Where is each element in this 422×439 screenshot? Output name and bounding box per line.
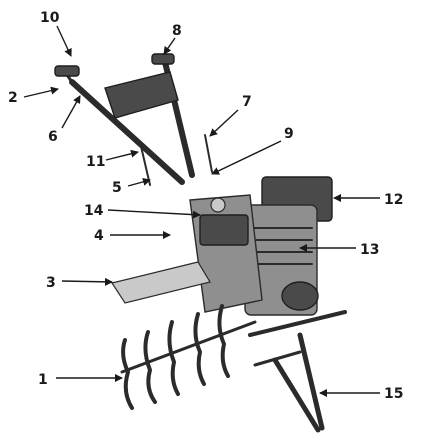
callout-7: 7: [210, 94, 252, 136]
svg-text:9: 9: [284, 126, 294, 142]
gearbox-cap: [211, 198, 225, 212]
callout-5: 5: [112, 180, 150, 196]
transmission-cover: [200, 215, 248, 245]
engine-cover: [282, 282, 318, 310]
svg-text:6: 6: [48, 129, 58, 145]
svg-text:15: 15: [384, 386, 403, 402]
callout-4: 4: [94, 228, 170, 244]
callout-11: 11: [86, 152, 138, 170]
callout-1: 1: [38, 372, 122, 388]
svg-text:2: 2: [8, 90, 18, 106]
svg-text:7: 7: [242, 94, 252, 110]
callout-9: 9: [212, 126, 294, 174]
callout-3: 3: [46, 275, 112, 291]
rear-stand: [250, 312, 345, 430]
callout-2: 2: [8, 89, 58, 106]
svg-text:13: 13: [360, 242, 379, 258]
svg-text:4: 4: [94, 228, 104, 244]
engine-assembly: [190, 177, 332, 315]
rotary-tines: [122, 306, 255, 408]
svg-text:14: 14: [84, 203, 104, 219]
fender-shield: [112, 262, 210, 303]
svg-text:8: 8: [172, 23, 182, 39]
callout-8: 8: [164, 23, 182, 54]
callout-6: 6: [48, 96, 80, 145]
handlebar-crossbar-panel: [105, 72, 178, 118]
right-handle-grip: [152, 54, 174, 64]
left-handle-grip: [55, 66, 79, 76]
svg-text:11: 11: [86, 154, 105, 170]
svg-text:12: 12: [384, 192, 403, 208]
callout-15: 15: [320, 386, 403, 402]
svg-text:1: 1: [38, 372, 48, 388]
callout-12: 12: [334, 192, 403, 208]
svg-text:5: 5: [112, 180, 122, 196]
svg-text:3: 3: [46, 275, 56, 291]
svg-text:10: 10: [40, 10, 60, 26]
gearbox-housing: [190, 195, 262, 312]
handlebar-assembly: [55, 54, 212, 185]
callout-14: 14: [84, 203, 200, 219]
callout-10: 10: [40, 10, 71, 56]
